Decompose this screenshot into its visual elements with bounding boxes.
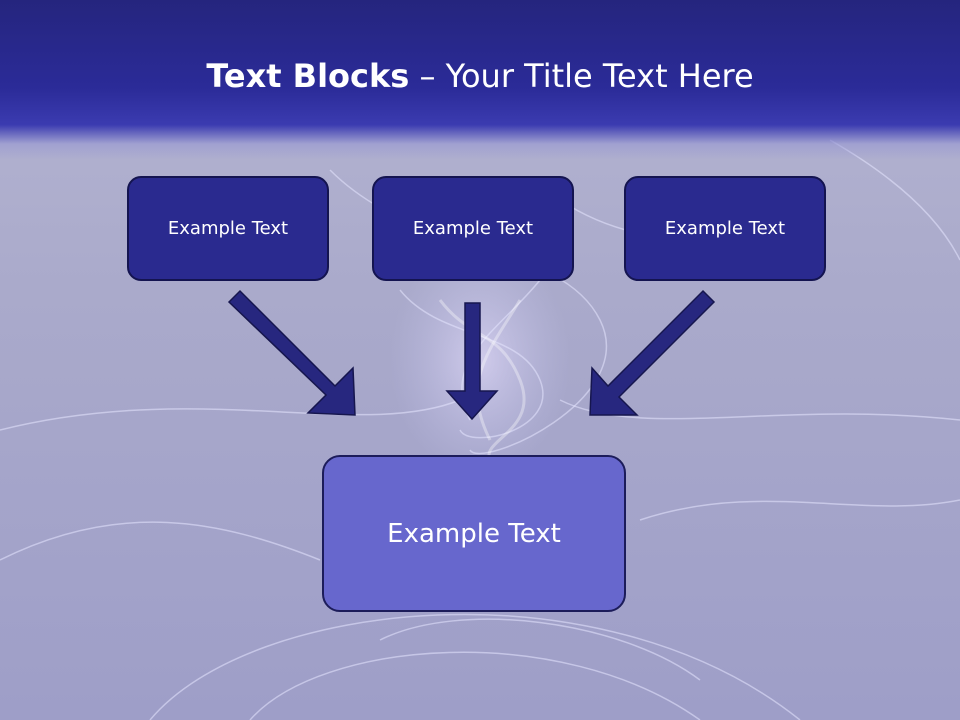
- text-block-center-label: Example Text: [412, 218, 534, 239]
- title-bold-part: Text Blocks: [206, 57, 410, 95]
- text-block-target[interactable]: Example Text: [322, 455, 626, 612]
- slide-title: Text Blocks – Your Title Text Here: [0, 52, 960, 100]
- text-block-right[interactable]: Example Text: [624, 176, 826, 281]
- text-block-left-label: Example Text: [167, 218, 289, 239]
- text-block-left[interactable]: Example Text: [127, 176, 329, 281]
- text-block-center[interactable]: Example Text: [372, 176, 574, 281]
- text-block-right-label: Example Text: [664, 218, 786, 239]
- arrow-down-icon[interactable]: [445, 302, 499, 421]
- arrow-left-diagonal-icon[interactable]: [227, 289, 356, 416]
- title-dash: –: [409, 57, 446, 95]
- text-block-target-label: Example Text: [387, 518, 561, 549]
- arrow-right-diagonal-icon[interactable]: [589, 289, 716, 416]
- title-rest: Your Title Text Here: [445, 57, 754, 95]
- header-band: [0, 0, 960, 160]
